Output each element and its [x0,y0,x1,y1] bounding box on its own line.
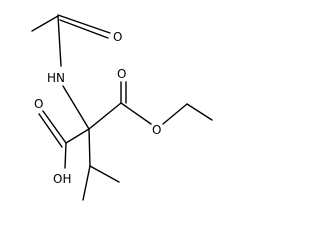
bond-alpha-carbon-acid-carbon [65,128,90,144]
bond-acetyl-carbonyl-double-b [59,19,109,39]
bond-isopropyl-methyl-left [82,165,91,201]
amide-nitrogen-label: HN [47,71,65,85]
bond-acid-carbonyl-double-b [38,113,63,148]
chemical-structure-diagram: O HN O O O OH [31,14,213,201]
ester-carbonyl-oxygen-label: O [117,67,126,81]
bond-methyl-acetyl-carbon [31,15,59,32]
bond-methylene-methyl [186,103,213,121]
bond-alpha-carbon-isopropyl-ch [88,128,91,167]
bond-acetyl-carbonyl-double-a [57,14,111,34]
bond-acetyl-carbon-nitrogen [57,15,62,67]
acid-carbonyl-oxygen-label: O [34,97,43,111]
acid-hydroxyl-label: OH [53,172,71,186]
acetyl-oxygen-label: O [113,30,122,44]
bond-ether-oxygen-methylene [162,103,188,125]
bond-alpha-carbon-ester-carbon [88,102,122,130]
ester-ether-oxygen-label: O [152,123,161,137]
bond-acid-carbonyl-double-a [42,110,67,144]
bond-nitrogen-alpha-carbon [62,85,90,130]
bond-ester-carbon-ether-oxygen [120,102,152,125]
bond-acid-carbon-hydroxyl [64,142,67,169]
bond-isopropyl-methyl-right [89,165,120,183]
